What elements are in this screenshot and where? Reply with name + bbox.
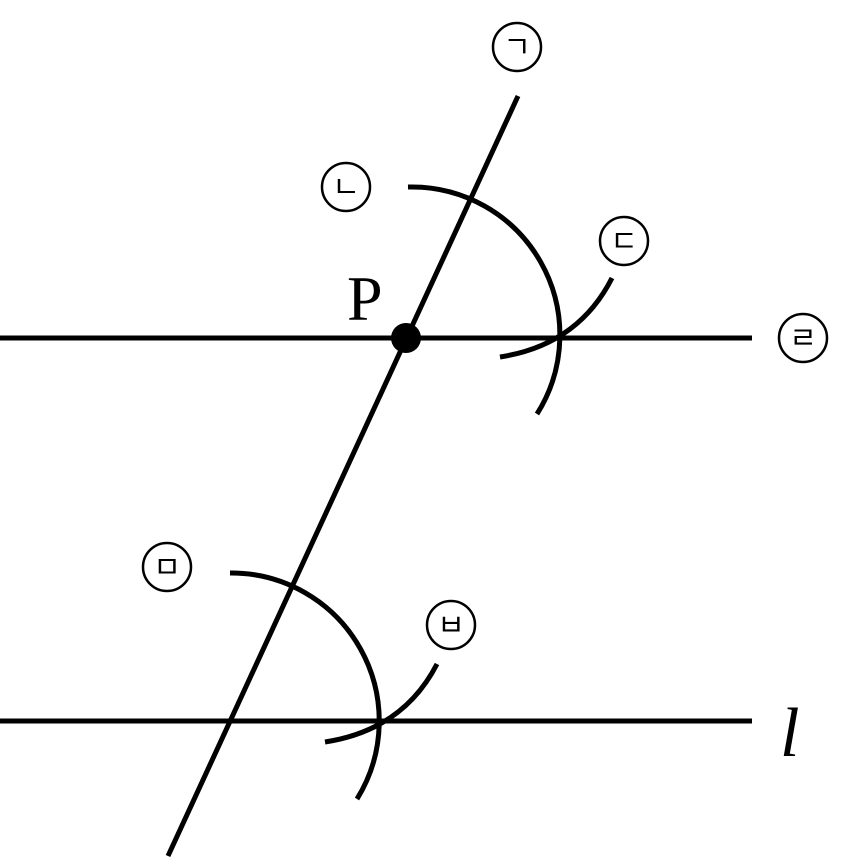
badge-giyeok: ㄱ — [491, 21, 543, 73]
point-p-label: P — [347, 263, 383, 334]
badge-label: ㅂ — [437, 609, 465, 644]
upper-intersection-arc — [499, 276, 615, 360]
badge-label: ㄹ — [789, 322, 817, 357]
badge-mieum: ㅁ — [141, 541, 193, 593]
badge-circle — [598, 215, 650, 267]
badge-label: ㄷ — [610, 225, 638, 260]
badge-label: ㄴ — [332, 171, 360, 206]
lower-construction-arc — [229, 570, 382, 801]
badge-label: ㄱ — [503, 31, 531, 66]
line-l-label: l — [780, 695, 799, 772]
badge-rieul: ㄹ — [777, 312, 829, 364]
badge-circle — [425, 599, 477, 651]
point-p — [391, 323, 421, 353]
transversal-line — [165, 94, 521, 858]
lower-intersection-arc — [324, 662, 440, 745]
badge-circle — [320, 161, 372, 213]
upper-construction-arc — [407, 184, 563, 416]
badge-circle — [141, 541, 193, 593]
badge-circle — [491, 21, 543, 73]
badge-nieun: ㄴ — [320, 161, 372, 213]
badge-digeut: ㄷ — [598, 215, 650, 267]
badge-circle — [777, 312, 829, 364]
badge-bieup: ㅂ — [425, 599, 477, 651]
badge-label: ㅁ — [153, 551, 181, 586]
